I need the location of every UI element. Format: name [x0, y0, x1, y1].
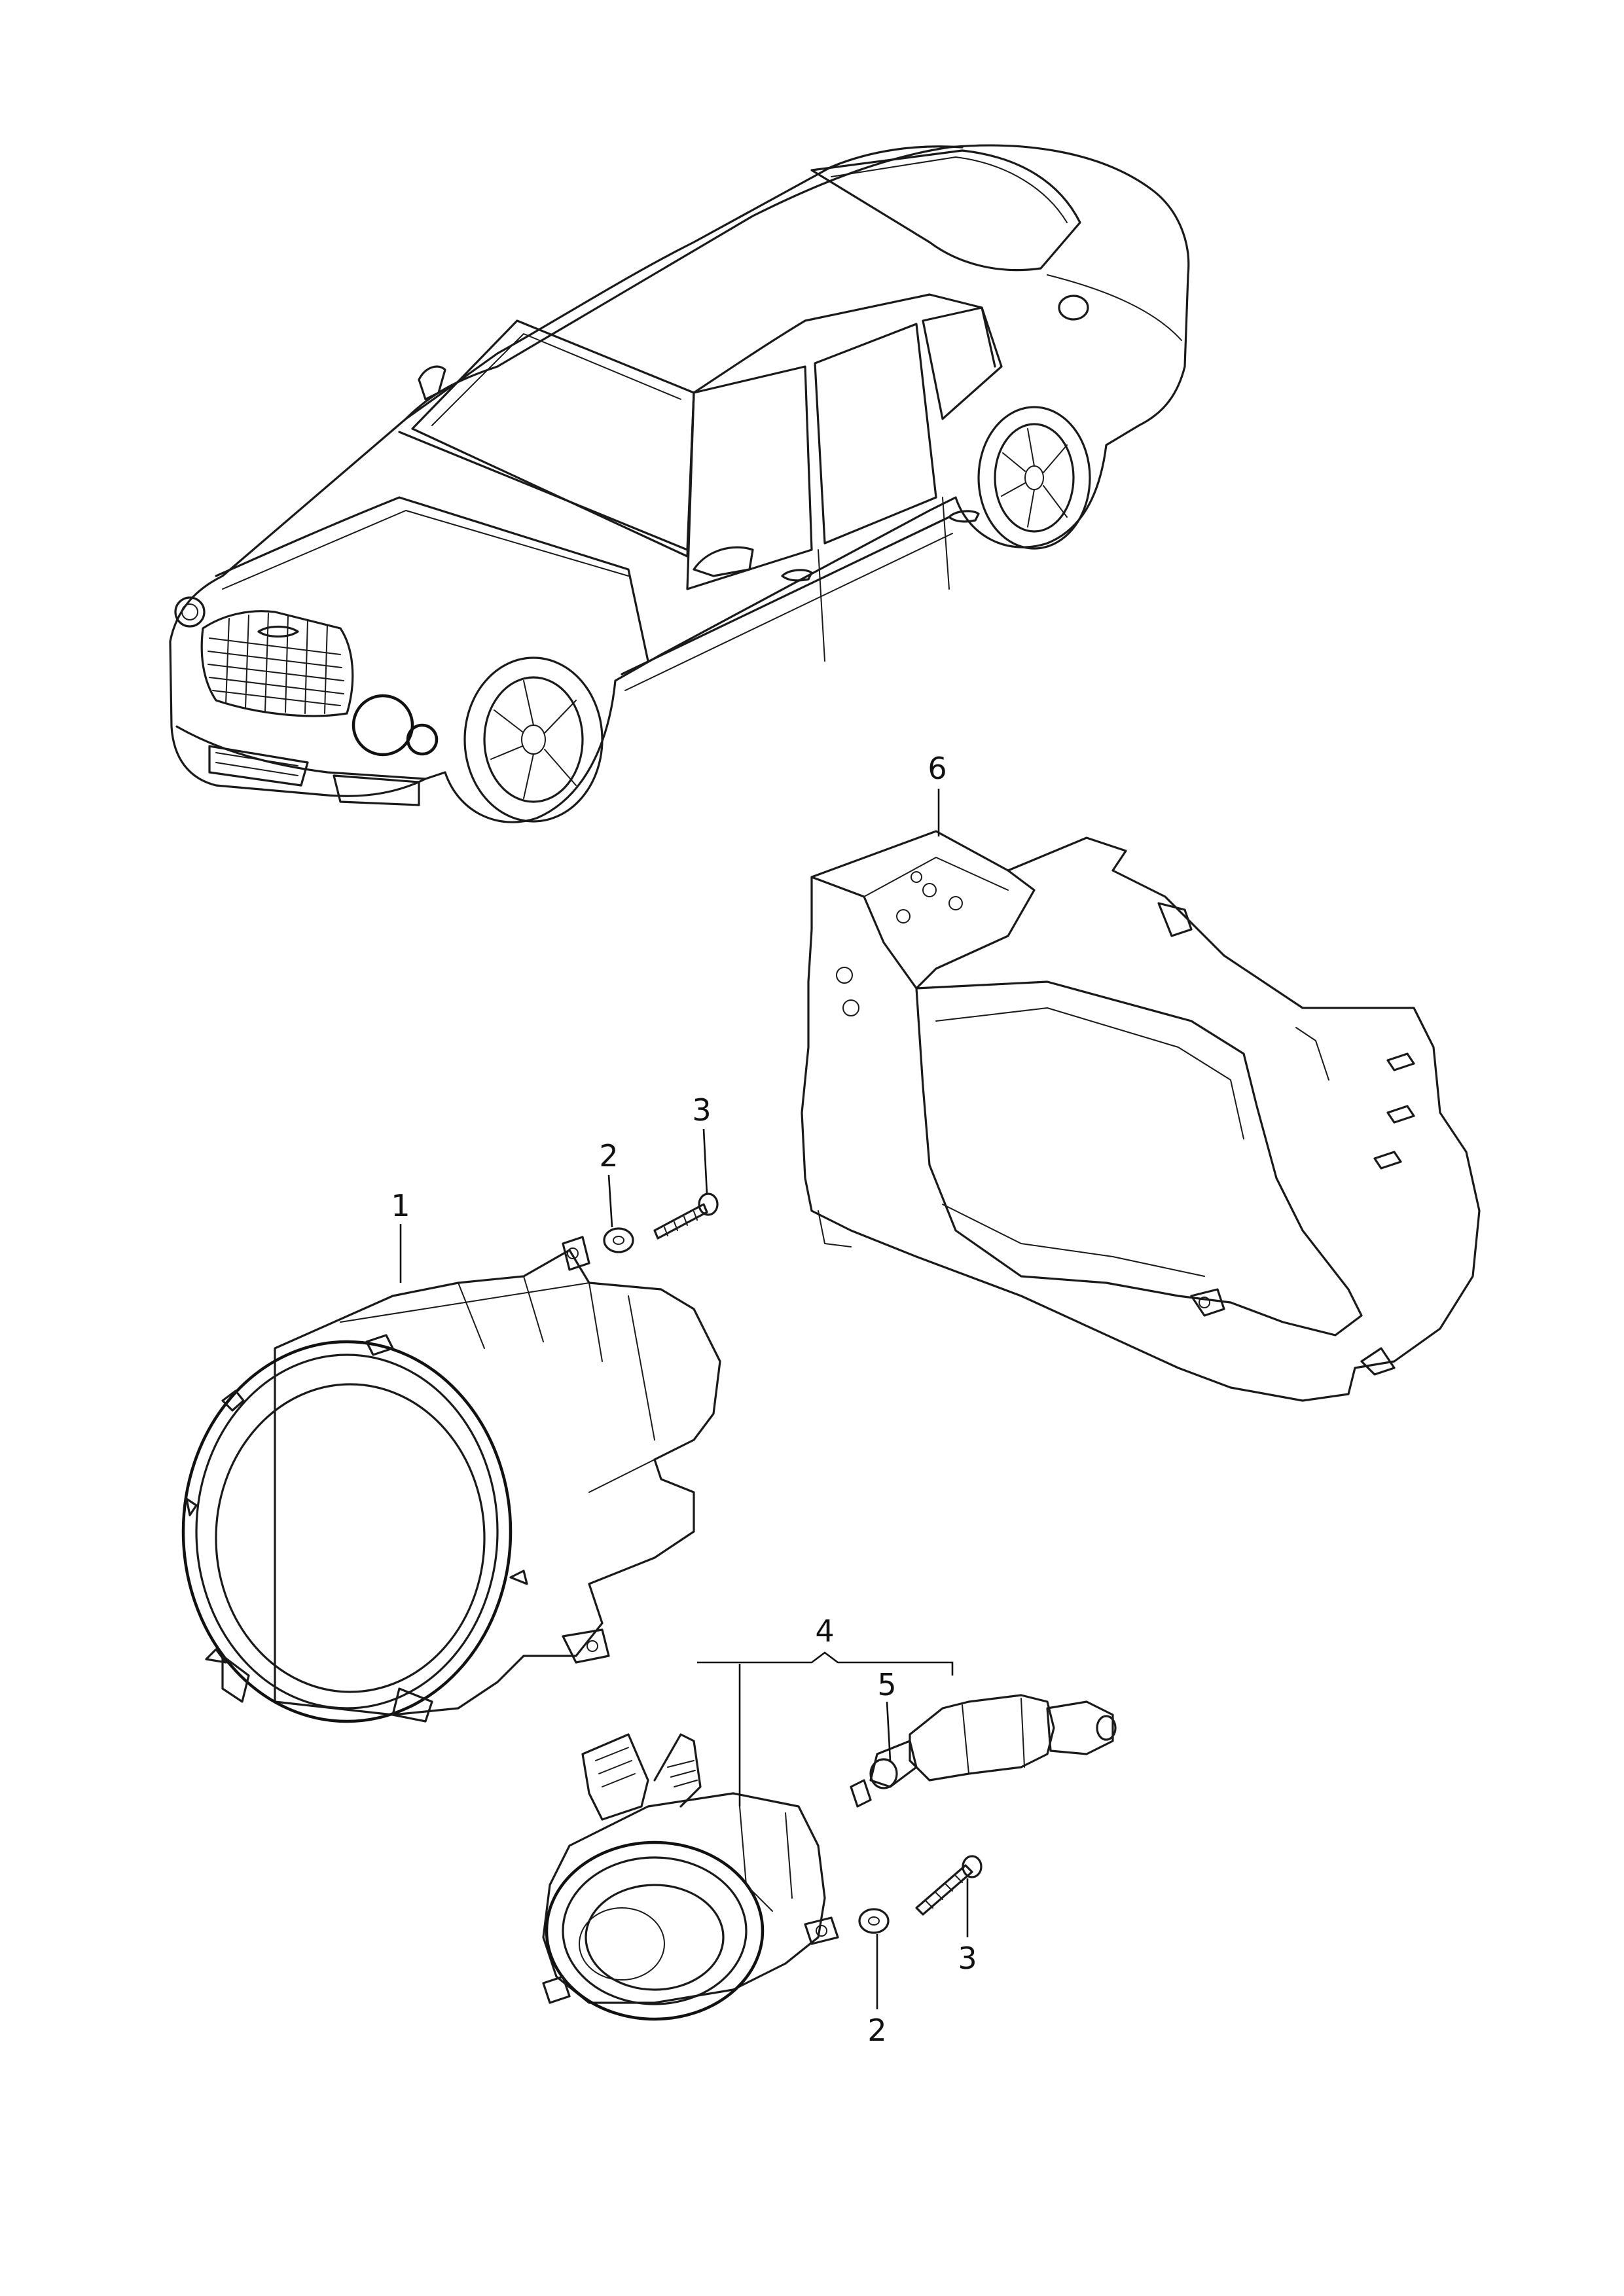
callout-4: 4	[815, 1613, 834, 1649]
part-5-adjuster	[850, 1694, 1117, 1808]
callout-3-upper: 3	[692, 1092, 711, 1128]
callout-5: 5	[877, 1667, 896, 1702]
lower-washer-bolt	[858, 1855, 983, 1934]
callout-2-upper: 2	[599, 1138, 618, 1174]
part-4-foglamp	[542, 1733, 839, 2021]
leader-lines	[399, 789, 969, 2009]
callout-2-lower: 2	[867, 2013, 886, 2048]
part-6-bracket	[801, 830, 1481, 1402]
callout-labels: 6 1 2 3 4 5 2 3	[391, 751, 977, 2048]
car-illustration	[169, 144, 1190, 823]
callout-3-lower: 3	[958, 1941, 977, 1976]
callout-1: 1	[391, 1188, 410, 1223]
part-1-headlamp	[181, 1236, 721, 1723]
upper-washer-bolt	[603, 1193, 719, 1253]
callout-6: 6	[928, 751, 947, 786]
